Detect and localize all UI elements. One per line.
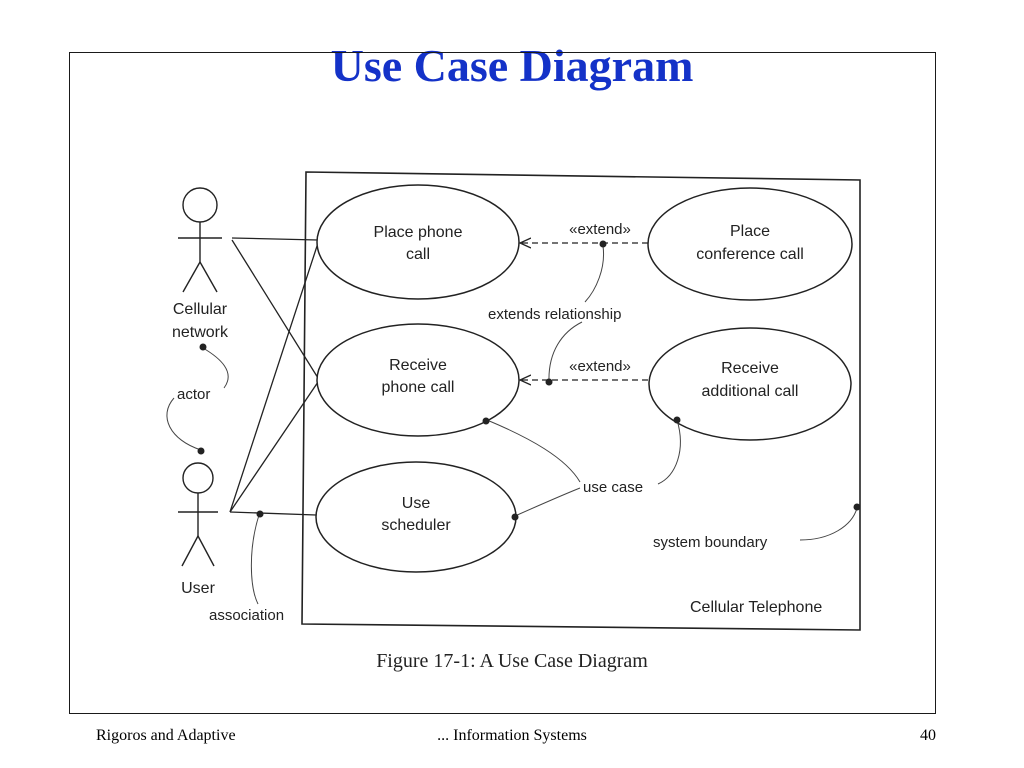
figure-frame bbox=[69, 52, 936, 714]
association-network-place-call bbox=[231, 237, 319, 241]
slide-title: Use Case Diagram bbox=[330, 40, 694, 91]
use-case-receive-additional-call bbox=[648, 327, 852, 441]
slide-number: 40 bbox=[920, 727, 936, 744]
system-boundary-box bbox=[301, 171, 861, 631]
use-case-receive-phone-call-label-2: phone call bbox=[382, 379, 455, 396]
use-case-place-phone-call bbox=[316, 184, 520, 300]
use-case-receive-phone-call-label-1: Receive bbox=[389, 357, 447, 374]
actor-cellular-network-label-1: Cellular bbox=[173, 301, 228, 318]
leader-association bbox=[250, 514, 260, 605]
extend-label-conference: «extend» bbox=[569, 221, 631, 238]
use-case-place-conference-call-label-2: conference call bbox=[696, 246, 804, 263]
use-case-place-phone-call-label-1: Place phone bbox=[374, 224, 463, 241]
actor-cellular-network-head bbox=[182, 187, 218, 223]
use-case-receive-additional-call-label-2: additional call bbox=[702, 383, 799, 400]
annotation-system-boundary: system boundary bbox=[653, 534, 768, 551]
actor-user-label: User bbox=[181, 580, 215, 597]
leader-use-case-scheduler bbox=[514, 487, 581, 517]
annotation-actor: actor bbox=[177, 386, 210, 403]
leader-actor-bottom bbox=[166, 397, 202, 451]
use-case-place-conference-call-label-1: Place bbox=[730, 223, 770, 240]
leader-extends-relationship-bottom bbox=[548, 321, 583, 383]
annotation-dots bbox=[197, 240, 861, 521]
use-case-place-phone-call-label-2: call bbox=[406, 246, 430, 263]
figure-caption: Figure 17-1: A Use Case Diagram bbox=[376, 650, 648, 672]
leader-use-case-additional bbox=[657, 419, 681, 485]
leader-system-boundary bbox=[799, 507, 858, 541]
association-network-receive-call bbox=[231, 239, 319, 379]
system-name: Cellular Telephone bbox=[690, 599, 822, 616]
actor-cellular-network bbox=[178, 187, 222, 293]
footer-left: Rigoros and Adaptive bbox=[96, 727, 236, 744]
association-user-place-call bbox=[229, 242, 319, 513]
leader-actor-top bbox=[202, 347, 229, 389]
associations bbox=[229, 237, 319, 516]
use-case-place-conference-call bbox=[647, 187, 853, 301]
annotation-extends-relationship: extends relationship bbox=[488, 306, 621, 323]
annotation-association: association bbox=[209, 607, 284, 624]
association-user-receive-call bbox=[229, 381, 319, 513]
use-case-receive-additional-call-label-1: Receive bbox=[721, 360, 779, 377]
annotation-leaders bbox=[166, 245, 858, 605]
actor-user bbox=[178, 462, 218, 567]
annotation-use-case: use case bbox=[583, 479, 643, 496]
association-user-scheduler bbox=[229, 511, 317, 516]
actor-cellular-network-label-2: network bbox=[172, 324, 229, 341]
extend-label-additional: «extend» bbox=[569, 358, 631, 375]
footer-center: ... Information Systems bbox=[437, 727, 587, 744]
use-case-use-scheduler-label-2: scheduler bbox=[381, 517, 451, 534]
leader-extends-relationship-top bbox=[584, 245, 605, 303]
use-case-use-scheduler-label-1: Use bbox=[402, 495, 431, 512]
actor-user-head bbox=[182, 462, 214, 494]
leader-use-case-receive bbox=[486, 419, 581, 483]
